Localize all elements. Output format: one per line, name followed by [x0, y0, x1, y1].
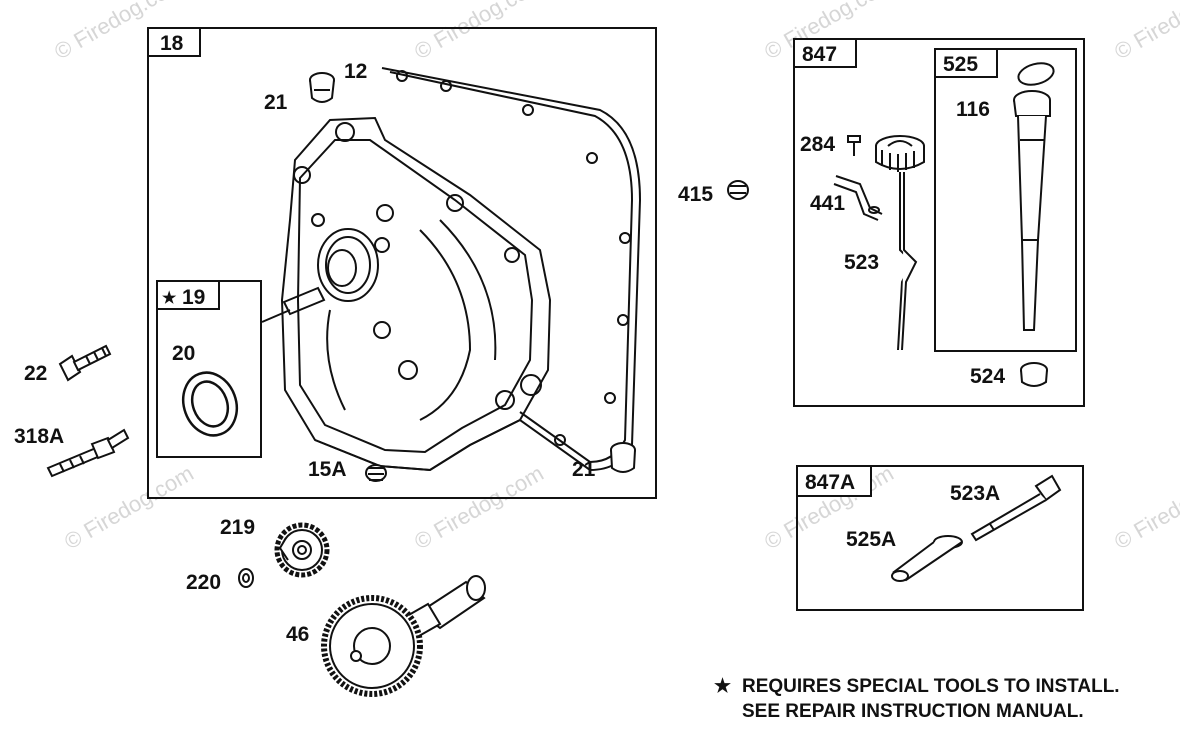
part-label-46: 46: [286, 623, 309, 646]
star-icon: ★: [714, 676, 732, 697]
special-tools-note: ★ REQUIRES SPECIAL TOOLS TO INSTALL. SEE …: [714, 674, 1120, 724]
camshaft-part-46: [321, 575, 486, 697]
dipstick-part-523: [875, 135, 925, 351]
part-label-219: 219: [220, 516, 255, 539]
part-label-220: 220: [186, 571, 221, 594]
plug-part-12: [309, 72, 335, 103]
plug-part-415: [727, 180, 749, 200]
screw-part-284: [847, 135, 861, 156]
part-label-525A: 525A: [846, 528, 896, 551]
part-label-523A: 523A: [950, 482, 1000, 505]
group-525-box: 525: [934, 48, 1077, 352]
gear-part-219: [274, 522, 330, 578]
group-label-19-marker: ★: [162, 290, 177, 307]
group-label-847: 847: [802, 43, 837, 66]
part-label-318A: 318A: [14, 425, 64, 448]
part-label-524: 524: [970, 365, 1005, 388]
bolt-part-22: [58, 344, 112, 382]
group-label-18: 18: [160, 32, 184, 55]
group-18-box: 18: [147, 27, 657, 499]
bracket-part-441: [833, 175, 883, 221]
dipstick-part-523A: [970, 474, 1062, 542]
part-label-21-bottom: 21: [572, 458, 596, 481]
watermark: © Firedog.com: [1110, 460, 1180, 554]
tube-part-525: [1013, 62, 1055, 331]
part-label-12: 12: [344, 60, 367, 83]
watermark: © Firedog.com: [410, 0, 548, 64]
group-847-box: 847: [793, 38, 1085, 407]
seal-part-20: [181, 371, 239, 437]
watermarks: © Firedog.com © Firedog.com © Firedog.co…: [50, 0, 1180, 554]
part-label-20: 20: [172, 342, 195, 365]
part-label-523: 523: [844, 251, 879, 274]
group-847A-box: 847A: [796, 465, 1084, 611]
stud-part-318A: [46, 428, 130, 478]
group-label-525: 525: [943, 53, 978, 76]
part-label-284: 284: [800, 133, 835, 156]
washer-part-220: [238, 568, 254, 588]
note-line-2: SEE REPAIR INSTRUCTION MANUAL.: [742, 701, 1084, 722]
part-label-415: 415: [678, 183, 713, 206]
part-label-441: 441: [810, 192, 845, 215]
watermark: © Firedog.com: [1110, 0, 1180, 64]
part-label-15A: 15A: [308, 458, 347, 481]
part-label-21-top: 21: [264, 91, 288, 114]
tube-part-525A: [891, 535, 963, 582]
group-label-19: 19: [182, 286, 205, 309]
plug-part-21-bottom: [610, 442, 636, 473]
crankcase-cover-drawing: [261, 67, 642, 472]
part-label-22: 22: [24, 362, 47, 385]
plug-part-15A: [365, 464, 387, 482]
part-label-116: 116: [956, 98, 990, 121]
watermark: © Firedog.com: [410, 460, 548, 554]
note-line-1: REQUIRES SPECIAL TOOLS TO INSTALL.: [742, 676, 1120, 697]
cap-part-524: [1020, 362, 1048, 387]
watermark: © Firedog.com: [60, 460, 198, 554]
group-label-847A: 847A: [805, 471, 855, 494]
